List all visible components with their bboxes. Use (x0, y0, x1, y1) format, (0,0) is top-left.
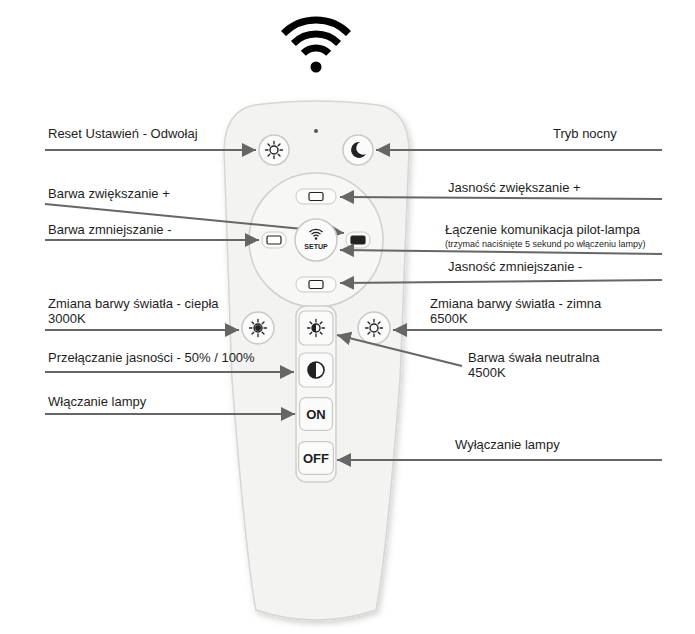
wifi-dot (311, 62, 322, 73)
callout-label: Barwa zmniejszanie - (48, 222, 172, 237)
brightness-up-button (296, 189, 336, 204)
cold-icon (366, 320, 383, 337)
callout-label: Jasność zmniejszanie - (448, 259, 582, 274)
neutral-button (299, 311, 333, 345)
button-label: ON (306, 407, 326, 422)
callout-label: Reset Ustawień - Odwołaj (48, 126, 198, 141)
indicator-led (314, 129, 318, 133)
brightness-down-icon (309, 281, 323, 289)
button-column (296, 306, 336, 482)
warm-icon (250, 320, 267, 337)
colour-down-button (262, 232, 286, 248)
moon-icon (351, 142, 366, 158)
leader-lines (45, 150, 662, 460)
callout-label: Barwa zwiększanie + (48, 186, 170, 201)
control-ring (249, 173, 383, 307)
cold-button (358, 312, 390, 344)
callout-label: Przełączanie jasności - 50% / 100% (48, 350, 255, 365)
contrast-icon-fill (308, 362, 316, 378)
contrast-icon (308, 362, 324, 378)
callout-label: Barwa śwała neutralna 4500K (468, 350, 618, 380)
wifi-symbol (284, 20, 349, 53)
colour-up-button (346, 232, 370, 248)
button-outline (294, 218, 338, 262)
callout-label: Jasność zwiększanie + (448, 180, 581, 195)
contrast-button (299, 353, 333, 387)
colour-up-icon (351, 236, 365, 244)
reset-button (259, 135, 289, 165)
neutral-icon (308, 320, 325, 337)
remote-button: OFF (298, 441, 334, 475)
neutral-icon-fill (312, 324, 316, 332)
night-button (343, 135, 373, 165)
callout-label: Zmiana barwy światła - ciepła 3000K (48, 296, 238, 326)
callout-label: Wyłączanie lampy (455, 437, 560, 452)
button-label: OFF (303, 451, 329, 466)
callout-label: (trzymać naciśnięte 5 sekund po włączeni… (445, 239, 646, 250)
callout-label: Zmiana barwy światła - zimna 6500K (430, 296, 620, 326)
callout-label: Włączanie lampy (48, 394, 146, 409)
warm-button (242, 312, 274, 344)
brightness-down-button (296, 277, 336, 292)
button-label: SETUP (304, 242, 327, 251)
colour-down-icon (267, 236, 281, 244)
callout-label: Tryb nocny (553, 126, 617, 141)
brightness-up-icon (309, 193, 323, 201)
reset-icon (266, 142, 283, 159)
warm-icon-fill (255, 325, 261, 331)
remote-button: ON (299, 397, 333, 431)
remote-button: SETUP (294, 218, 338, 262)
callout-label: Łączenie komunikacja pilot-lampa (445, 222, 640, 237)
